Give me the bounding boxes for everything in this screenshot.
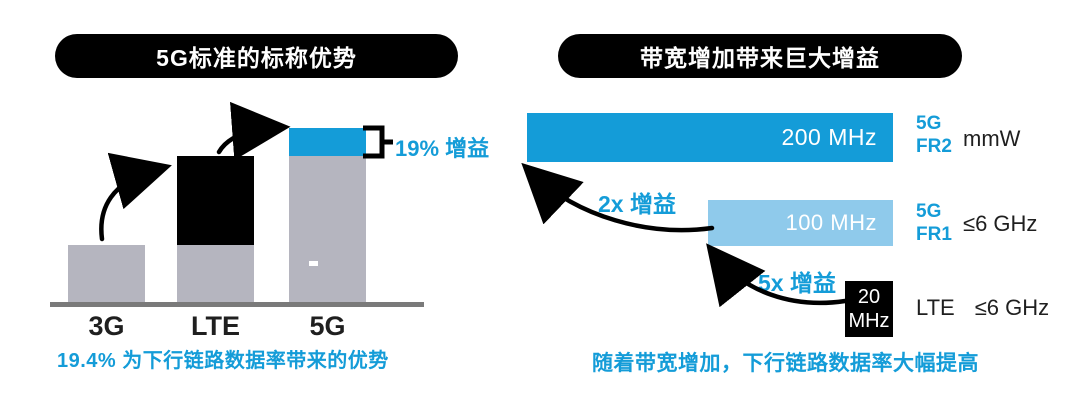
bandwidth-bar-20mhz-unit: MHz bbox=[848, 310, 890, 332]
left-panel-caption: 19.4% 为下行链路数据率带来的优势 bbox=[57, 350, 389, 372]
bar-highlight-dash bbox=[309, 261, 318, 266]
tech-label-5g-fr2-line2: FR2 bbox=[916, 136, 952, 157]
bar-5g-base bbox=[289, 156, 366, 303]
tech-label-lte-row: LTE ≤6 GHz bbox=[916, 295, 1049, 321]
tech-label-lte: LTE bbox=[916, 295, 955, 320]
axis-label-5g: 5G bbox=[309, 311, 346, 341]
tech-label-5g-fr1-line2: FR1 bbox=[916, 224, 952, 245]
bandwidth-bar-200mhz: 200 MHz bbox=[527, 113, 893, 162]
right-panel-title: 带宽增加带来巨大增益 bbox=[558, 34, 962, 78]
gain-19-label: 19% 增益 bbox=[395, 136, 490, 161]
bar-lte-base bbox=[177, 245, 254, 303]
band-label-mmw: mmW bbox=[963, 126, 1021, 151]
right-panel-caption: 随着带宽增加，下行链路数据率大幅提高 bbox=[592, 352, 979, 375]
bandwidth-bar-100mhz-label: 100 MHz bbox=[785, 210, 877, 235]
axis-baseline bbox=[50, 302, 424, 307]
bar-3g bbox=[68, 245, 145, 303]
tech-label-5g-fr2-line1: 5G bbox=[916, 113, 942, 134]
bandwidth-bar-200mhz-label: 200 MHz bbox=[781, 124, 877, 150]
bandwidth-bar-20mhz-value: 20 bbox=[857, 286, 881, 308]
tech-label-5g-fr1: 5G FR1 bbox=[916, 200, 952, 246]
axis-label-3g: 3G bbox=[88, 311, 125, 341]
gain-5x-label: 5x 增益 bbox=[758, 270, 836, 296]
bandwidth-bar-100mhz: 100 MHz bbox=[708, 200, 893, 246]
right-panel-title-text: 带宽增加带来巨大增益 bbox=[640, 45, 880, 71]
bar-lte-increase bbox=[177, 156, 254, 245]
band-label-sub6-fr1: ≤6 GHz bbox=[963, 211, 1038, 236]
tech-label-5g-fr2: 5G FR2 bbox=[916, 112, 952, 158]
band-label-sub6-lte: ≤6 GHz bbox=[974, 295, 1050, 320]
bar-5g-gain bbox=[289, 128, 366, 156]
left-panel-title-text: 5G标准的标称优势 bbox=[156, 45, 357, 71]
tech-label-5g-fr1-line1: 5G bbox=[916, 201, 942, 222]
axis-label-lte: LTE bbox=[191, 311, 240, 341]
bandwidth-bar-20mhz: 20 MHz bbox=[845, 281, 893, 337]
left-panel-title: 5G标准的标称优势 bbox=[55, 34, 458, 78]
gain-2x-label: 2x 增益 bbox=[598, 191, 676, 217]
